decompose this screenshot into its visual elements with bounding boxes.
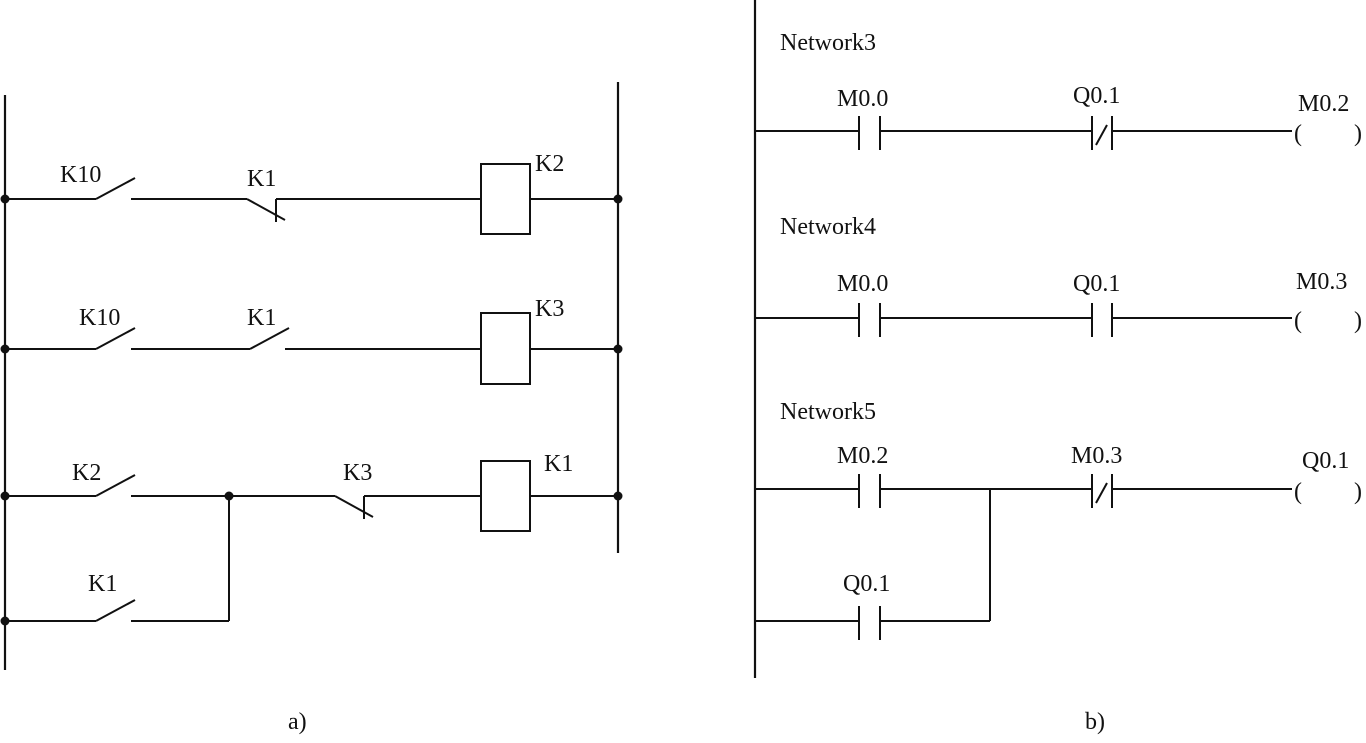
- junction-dot: [613, 344, 623, 354]
- panel-caption-b: b): [1085, 709, 1105, 735]
- coil-label: K1: [544, 451, 573, 477]
- coil-right-paren: ): [1354, 121, 1362, 147]
- no-contact-symbol: [858, 303, 881, 337]
- network-5: Network5 ( ) M0.2 M0.3 Q0.1: [755, 399, 1362, 640]
- panel-b-plc-ladder: Network3 ( ) M0.0 Q0.1 M0.2 Network4: [753, 0, 1362, 735]
- coil-right-paren: ): [1354, 308, 1362, 334]
- no-contact-symbol: [858, 474, 881, 508]
- coil-label: K2: [535, 151, 564, 177]
- coil-left-paren: (: [1294, 308, 1302, 334]
- coil-label: K3: [535, 296, 564, 322]
- junction-dot: [613, 491, 623, 501]
- no-contact-symbol: [95, 177, 136, 200]
- coil-label: M0.2: [1298, 91, 1349, 117]
- relay-coil-symbol: [480, 312, 531, 385]
- no-contact-symbol: [95, 327, 136, 350]
- network-3: Network3 ( ) M0.0 Q0.1 M0.2: [755, 30, 1362, 150]
- network-4: Network4 ( ) M0.0 Q0.1 M0.3: [755, 214, 1362, 337]
- nc-contact-symbol: [334, 495, 374, 519]
- coil-label: Q0.1: [1302, 448, 1349, 474]
- contact-label: M0.3: [1071, 443, 1122, 469]
- rung-1: K10 K1 K2: [0, 151, 623, 235]
- contact-label: M0.0: [837, 271, 888, 297]
- contact-label: M0.2: [837, 443, 888, 469]
- network-title: Network3: [780, 30, 876, 56]
- no-contact-symbol: [858, 606, 881, 640]
- panel-a-relay-circuit: K10 K1 K2 K10 K1 K3: [0, 82, 623, 735]
- no-contact-symbol: [1091, 303, 1113, 337]
- contact-label: Q0.1: [843, 571, 890, 597]
- contact-label: K1: [247, 305, 276, 331]
- parallel-branch: Q0.1: [755, 489, 991, 640]
- coil-label: M0.3: [1296, 269, 1347, 295]
- contact-label: K1: [88, 571, 117, 597]
- no-contact-symbol: [858, 116, 881, 150]
- rung-2: K10 K1 K3: [0, 296, 623, 385]
- contact-label: M0.0: [837, 86, 888, 112]
- coil-left-paren: (: [1294, 121, 1302, 147]
- no-contact-symbol: [95, 599, 136, 622]
- contact-label: K10: [60, 162, 101, 188]
- contact-label: K3: [343, 460, 372, 486]
- relay-coil-symbol: [480, 163, 531, 235]
- contact-label: K2: [72, 460, 101, 486]
- nc-contact-symbol: [246, 198, 286, 222]
- no-contact-symbol: [249, 327, 290, 350]
- junction-dot: [613, 194, 623, 204]
- no-contact-symbol: [95, 474, 136, 497]
- relay-coil-symbol: [480, 460, 531, 532]
- rung-3: K2 K3 K1 K1: [0, 451, 623, 626]
- coil-right-paren: ): [1354, 479, 1362, 505]
- contact-label: Q0.1: [1073, 83, 1120, 109]
- network-title: Network4: [780, 214, 876, 240]
- panel-caption-a: a): [288, 709, 307, 735]
- contact-label: Q0.1: [1073, 271, 1120, 297]
- coil-left-paren: (: [1294, 479, 1302, 505]
- contact-label: K1: [247, 166, 276, 192]
- parallel-branch: K1: [0, 496, 230, 626]
- network-title: Network5: [780, 399, 876, 425]
- contact-label: K10: [79, 305, 120, 331]
- nc-contact-symbol: [1091, 116, 1113, 150]
- nc-contact-symbol: [1091, 474, 1113, 508]
